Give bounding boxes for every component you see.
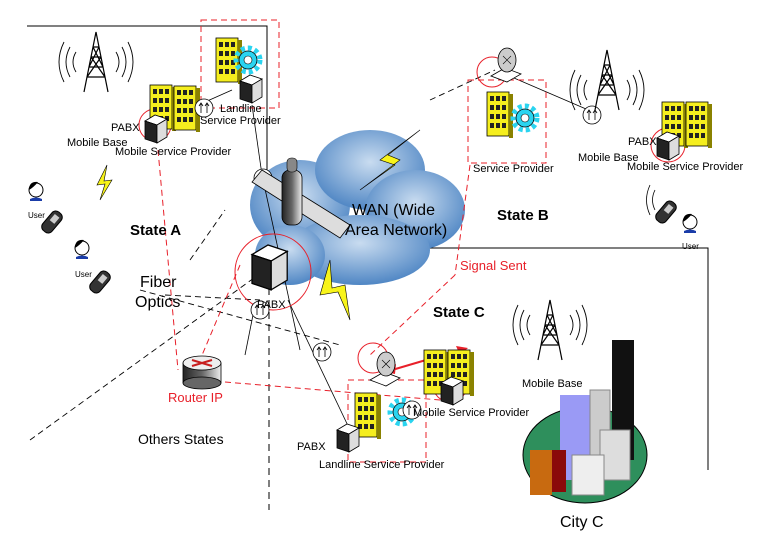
switch-icon <box>582 105 602 125</box>
hub-server-icon <box>251 244 288 291</box>
label-user: User <box>28 211 45 220</box>
satellite-dish-icon <box>490 47 522 83</box>
switch-icon <box>312 342 332 362</box>
lightning-icon <box>359 129 421 191</box>
wan-label-line2: Area Network) <box>345 222 447 239</box>
label-pabx-c: PABX <box>297 441 326 453</box>
radio-waves-icon <box>58 41 134 83</box>
router-ip-icon <box>182 355 222 390</box>
label-pabx-a: PABX <box>111 122 140 134</box>
label-router-ip: Router IP <box>168 390 223 405</box>
radio-waves-icon <box>569 69 645 111</box>
label-others-states: Others States <box>138 431 224 447</box>
label-service-provider-b: Service Provider <box>473 163 554 175</box>
label-landline-service-provider-c: Landline Service Provider <box>319 459 445 471</box>
satellite-icon <box>251 157 351 239</box>
lightning-icon <box>319 259 351 321</box>
label-mobile-service-provider-a: Mobile Service Provider <box>115 146 231 158</box>
state-b-title: State B <box>497 207 549 224</box>
building-icon <box>685 101 713 149</box>
user-icon <box>74 239 90 260</box>
label-user: User <box>75 270 92 279</box>
wan-label-line1: WAN (Wide <box>352 202 435 219</box>
fiber-links <box>29 69 496 441</box>
label-hub-pabx: PABX <box>257 299 286 311</box>
pabx-server-icon <box>656 131 680 161</box>
user-icon <box>28 181 44 202</box>
phone-icon <box>653 198 679 226</box>
state-c-title: State C <box>433 304 485 321</box>
signal-links <box>157 19 547 463</box>
label-mobile-base-c: Mobile Base <box>522 378 583 390</box>
label-mobile-service-provider-c: Mobile Service Provider <box>413 407 529 419</box>
label-mobile-base-b: Mobile Base <box>578 152 639 164</box>
server-icon <box>440 376 464 406</box>
server-icon <box>239 74 263 104</box>
label-mobile-base-a: Mobile Base <box>67 137 128 149</box>
mobile-base-tower-icon <box>537 299 563 361</box>
label-pabx-b: PABX <box>628 136 657 148</box>
gear-icon <box>513 106 537 130</box>
label-fiber: Fiber <box>140 274 177 291</box>
label-optics: Optics <box>135 294 180 311</box>
mobile-base-tower-icon <box>83 31 109 93</box>
pabx-server-icon <box>336 423 360 453</box>
lightning-icon <box>96 164 113 201</box>
label-landline-service-provider: Service Provider <box>200 115 281 127</box>
label-signal-sent: Signal Sent <box>460 258 527 273</box>
label-mobile-service-provider-b: Mobile Service Provider <box>627 161 743 173</box>
label-city-c: City C <box>560 514 604 531</box>
label-landline: Landline <box>220 103 262 115</box>
user-icon <box>682 213 698 234</box>
mobile-base-tower-icon <box>594 49 620 111</box>
city-c-icon <box>522 340 648 504</box>
pabx-server-icon <box>144 114 168 144</box>
state-a-title: State A <box>130 222 181 239</box>
building-icon <box>486 91 514 139</box>
label-user: User <box>682 242 699 251</box>
